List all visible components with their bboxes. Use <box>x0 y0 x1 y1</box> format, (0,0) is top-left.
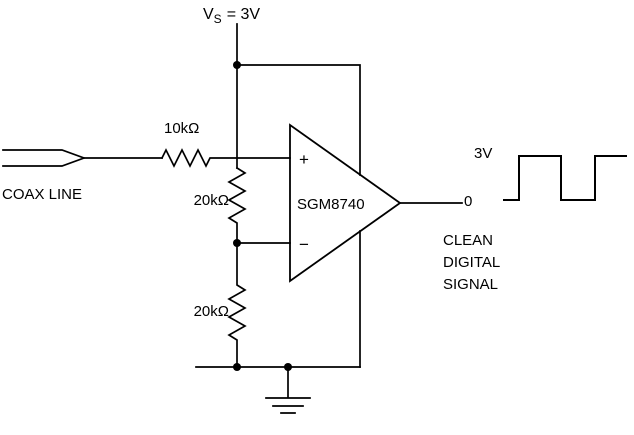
resistor-20k-bottom-label: 20kΩ <box>194 303 229 320</box>
resistor-20k-bottom <box>227 242 247 368</box>
resistor-10k-label: 10kΩ <box>164 120 199 137</box>
output-low-label: 0 <box>464 193 472 210</box>
opamp-part-label: SGM8740 <box>297 196 365 213</box>
junction-dot <box>233 61 241 69</box>
opamp-symbol <box>289 123 402 283</box>
square-wave-icon <box>503 155 627 201</box>
output-caption-line: DIGITAL <box>443 254 500 271</box>
supply-voltage-label: VS= 3V <box>203 6 260 26</box>
coax-connector-icon <box>2 149 87 167</box>
coax-line-label: COAX LINE <box>2 186 82 203</box>
output-caption-line: SIGNAL <box>443 276 498 293</box>
junction-dot <box>284 363 292 371</box>
opamp-plus-input-label: + <box>299 150 309 169</box>
output-high-label: 3V <box>474 145 492 162</box>
resistor-10k <box>160 148 291 168</box>
junction-dot <box>233 239 241 247</box>
junction-dot <box>233 363 241 371</box>
resistor-20k-top <box>227 166 247 244</box>
ground-icon <box>265 366 311 414</box>
resistor-20k-top-label: 20kΩ <box>194 192 229 209</box>
opamp-minus-input-label: − <box>299 235 309 254</box>
positive-supply-wire <box>236 64 361 176</box>
output-caption-line: CLEAN <box>443 232 493 249</box>
